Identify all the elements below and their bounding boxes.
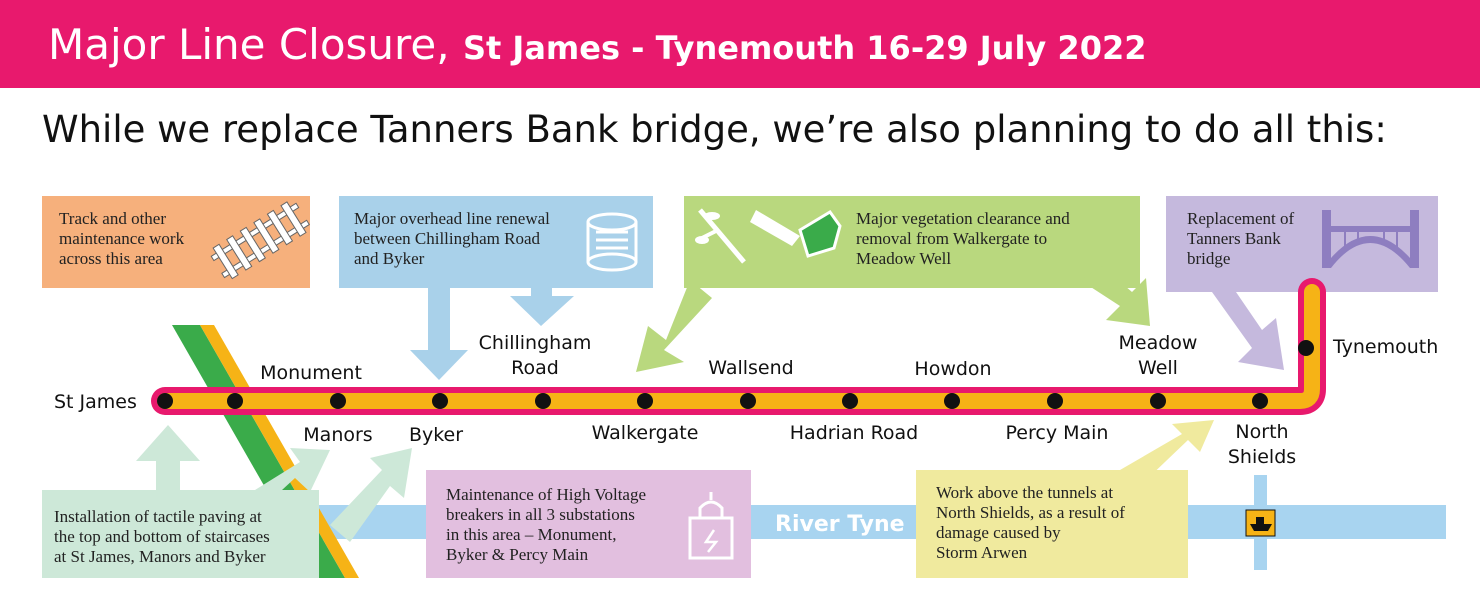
station-dot-howdon <box>944 393 960 409</box>
ferry-icon <box>1245 509 1276 537</box>
paving-arrows <box>136 425 412 542</box>
overhead-line: between Chillingham Road <box>354 229 541 248</box>
station-dot-monument <box>227 393 243 409</box>
metro-line <box>157 284 1320 409</box>
station-label-walkergate: Walkergate <box>591 422 699 444</box>
station-dot-tynemouth <box>1298 340 1314 356</box>
voltage-line: Maintenance of High Voltage <box>446 485 647 504</box>
overhead-arrows <box>410 288 574 380</box>
station-label-manors: Manors <box>303 424 373 446</box>
station-dot-byker <box>432 393 448 409</box>
title-banner: Major Line Closure, St James - Tynemouth… <box>0 0 1480 88</box>
overhead-line-text: Major overhead line renewal between Chil… <box>354 209 550 269</box>
north-shields-line: Shields <box>1227 446 1297 468</box>
high-voltage-text: Maintenance of High Voltage breakers in … <box>446 485 646 565</box>
station-dot-walkergate <box>637 393 653 409</box>
station-label-howdon: Howdon <box>914 358 992 380</box>
station-label-hadrian-road: Hadrian Road <box>789 422 919 444</box>
bridge-line: bridge <box>1187 249 1231 268</box>
station-dots <box>157 340 1314 409</box>
station-dot-hadrian-road <box>842 393 858 409</box>
track-work-text: Track and other maintenance work across … <box>59 209 184 269</box>
paving-line: the top and bottom of staircases <box>54 527 270 546</box>
tunnel-line: North Shields, as a result of <box>936 503 1125 522</box>
bridge-line: Tanners Bank <box>1187 229 1281 248</box>
river-label: River Tyne <box>775 512 905 537</box>
vegetation-line: Meadow Well <box>856 249 952 268</box>
station-label-percy-main: Percy Main <box>1005 422 1109 444</box>
station-label-tynemouth: Tynemouth <box>1333 336 1439 358</box>
meadow-line: Meadow <box>1118 332 1198 354</box>
cable-spool-icon <box>586 212 638 272</box>
station-label-meadow-well: Meadow Well <box>1119 331 1198 381</box>
track-work-line: maintenance work <box>59 229 185 248</box>
voltage-line: in this area – Monument, <box>446 525 617 544</box>
tunnel-line: Storm Arwen <box>936 543 1028 562</box>
intro-text: While we replace Tanners Bank bridge, we… <box>42 108 1387 151</box>
paving-line: Installation of tactile paving at <box>54 507 262 526</box>
vegetation-line: removal from Walkergate to <box>856 229 1048 248</box>
railway-track-icon <box>210 201 310 280</box>
station-dot-wallsend <box>740 393 756 409</box>
banner-text: Major Line Closure, St James - Tynemouth… <box>48 20 1146 69</box>
station-dot-meadow-well <box>1150 393 1166 409</box>
vegetation-box <box>684 196 1140 288</box>
track-work-line: across this area <box>59 249 163 268</box>
substation-icon <box>688 492 734 560</box>
tunnel-work-box <box>916 470 1188 578</box>
vegetation-line: Major vegetation clearance and <box>856 209 1070 228</box>
station-dot-chillingham-road <box>535 393 551 409</box>
station-dot-st-james <box>157 393 173 409</box>
high-voltage-box <box>426 470 751 578</box>
tactile-paving-box <box>42 490 319 578</box>
tactile-paving-text: Installation of tactile paving at the to… <box>54 507 270 567</box>
station-dot-north-shields <box>1252 393 1268 409</box>
vegetation-text: Major vegetation clearance and removal f… <box>856 209 1070 269</box>
overhead-line: and Byker <box>354 249 425 268</box>
meadow-line: Well <box>1138 357 1178 379</box>
bridge-icon <box>1322 210 1419 268</box>
tunnel-work-text: Work above the tunnels at North Shields,… <box>936 483 1125 563</box>
north-shields-line: North <box>1235 421 1289 443</box>
station-label-chillingham-road: Chillingham Road <box>479 331 592 381</box>
chainsaw-icon <box>695 208 842 264</box>
track-work-line: Track and other <box>59 209 167 228</box>
chillingham-line: Chillingham <box>478 332 592 354</box>
vegetation-arrows <box>636 266 1150 372</box>
paving-line: at St James, Manors and Byker <box>54 547 266 566</box>
tunnel-line: damage caused by <box>936 523 1061 542</box>
tunnel-arrow <box>1120 420 1214 484</box>
bridge-line: Replacement of <box>1187 209 1295 228</box>
bridge-replacement-text: Replacement of Tanners Bank bridge <box>1187 209 1294 269</box>
station-label-wallsend: Wallsend <box>708 357 794 379</box>
bridge-arrow <box>1212 292 1284 370</box>
station-label-byker: Byker <box>408 424 464 446</box>
voltage-line: Byker & Percy Main <box>446 545 589 564</box>
overhead-line: Major overhead line renewal <box>354 209 550 228</box>
track-work-box <box>42 196 310 288</box>
banner-title: Major Line Closure, <box>48 20 450 69</box>
station-label-st-james: St James <box>54 391 137 413</box>
station-dot-manors <box>330 393 346 409</box>
banner-route-dates: St James - Tynemouth 16-29 July 2022 <box>462 29 1147 67</box>
station-dot-percy-main <box>1047 393 1063 409</box>
station-label-north-shields: North Shields <box>1228 420 1296 470</box>
station-label-monument: Monument <box>260 362 362 384</box>
tunnel-line: Work above the tunnels at <box>936 483 1114 502</box>
chillingham-line: Road <box>511 357 559 379</box>
overhead-line-box <box>339 196 653 288</box>
tynemouth-spur <box>1304 292 1320 322</box>
voltage-line: breakers in all 3 substations <box>446 505 635 524</box>
